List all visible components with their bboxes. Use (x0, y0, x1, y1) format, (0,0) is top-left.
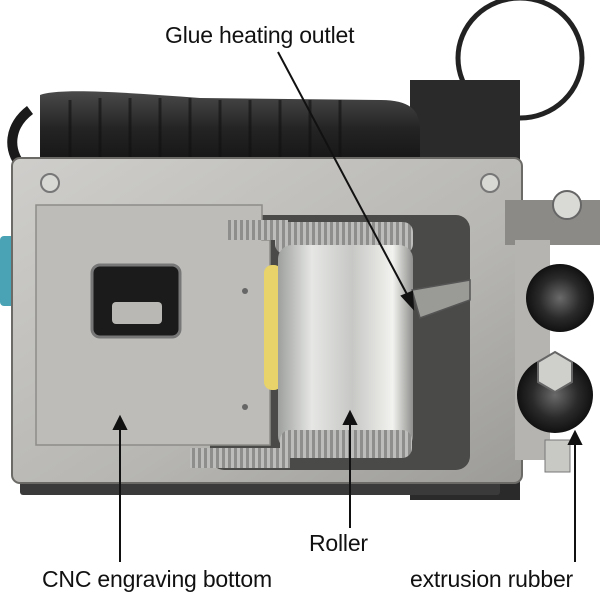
top-gear (228, 220, 288, 240)
pointer-glue (277, 51, 411, 301)
extrusion-rubber-wheel-lower (517, 357, 593, 433)
pointer-roller-head (342, 409, 358, 425)
label-extrusion-rubber: extrusion rubber (410, 566, 573, 592)
bottom-gear (190, 448, 290, 468)
roller-knurl-bottom (280, 430, 412, 458)
glue-outlet-nozzle (411, 279, 471, 319)
pointer-glue-head (400, 290, 415, 311)
tension-knob (552, 190, 582, 220)
screw-left (40, 173, 60, 193)
pointers (112, 51, 583, 562)
wheel-nut (537, 350, 573, 394)
label-cnc-engraving-bottom: CNC engraving bottom (42, 566, 272, 592)
label-glue-heating-outlet: Glue heating outlet (165, 22, 355, 48)
pointer-cnc-head (112, 414, 128, 430)
window-inner-part (112, 302, 162, 324)
roller (278, 245, 413, 450)
wheel-axle (544, 439, 571, 473)
inspection-window (90, 263, 182, 339)
pointer-extrusion-head (567, 429, 583, 445)
extrusion-rubber-wheel-upper (526, 264, 594, 332)
small-hole-2 (242, 404, 248, 410)
handle-grip (40, 91, 420, 165)
small-hole-1 (242, 288, 248, 294)
label-roller: Roller (309, 530, 368, 556)
screw-right (480, 173, 500, 193)
glue-stick (264, 265, 282, 390)
